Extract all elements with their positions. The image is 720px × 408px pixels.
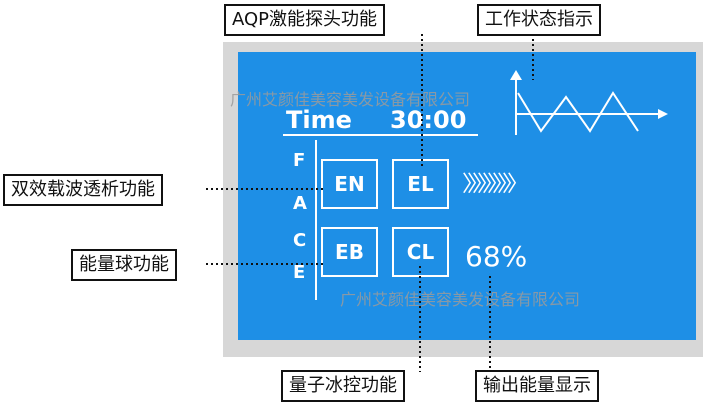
button-en[interactable]: EN xyxy=(321,159,378,209)
face-letter-f: F xyxy=(293,150,306,171)
status-y-arrow xyxy=(510,70,522,80)
button-cl[interactable]: CL xyxy=(392,227,449,277)
label-quantum-ice: 量子冰控功能 xyxy=(281,370,405,402)
watermark-top: 广州艾颜佳美容美发设备有限公司 xyxy=(230,90,471,109)
time-value: 30:00 xyxy=(390,106,467,134)
label-aqp-probe: AQP激能探头功能 xyxy=(224,4,386,36)
watermark-bottom: 广州艾颜佳美容美发设备有限公司 xyxy=(340,290,581,309)
energy-percent: 68% xyxy=(465,240,528,273)
face-letter-c: C xyxy=(293,230,307,251)
face-letter-a: A xyxy=(293,193,307,214)
label-dual-carrier: 双效载波透析功能 xyxy=(3,174,163,206)
status-waveform xyxy=(517,91,639,133)
label-status-indicator: 工作状态指示 xyxy=(477,4,601,36)
label-output-energy: 输出能量显示 xyxy=(475,370,599,402)
lcd-screen xyxy=(238,52,696,340)
energy-chevrons: 〉〉〉〉〉〉〉〉〉〉 xyxy=(462,172,529,197)
label-energy-ball: 能量球功能 xyxy=(71,249,177,281)
button-el[interactable]: EL xyxy=(392,159,449,209)
status-x-arrow xyxy=(658,109,668,119)
time-label: Time xyxy=(286,106,352,134)
face-letter-e: E xyxy=(293,262,306,283)
button-eb[interactable]: EB xyxy=(321,227,378,277)
